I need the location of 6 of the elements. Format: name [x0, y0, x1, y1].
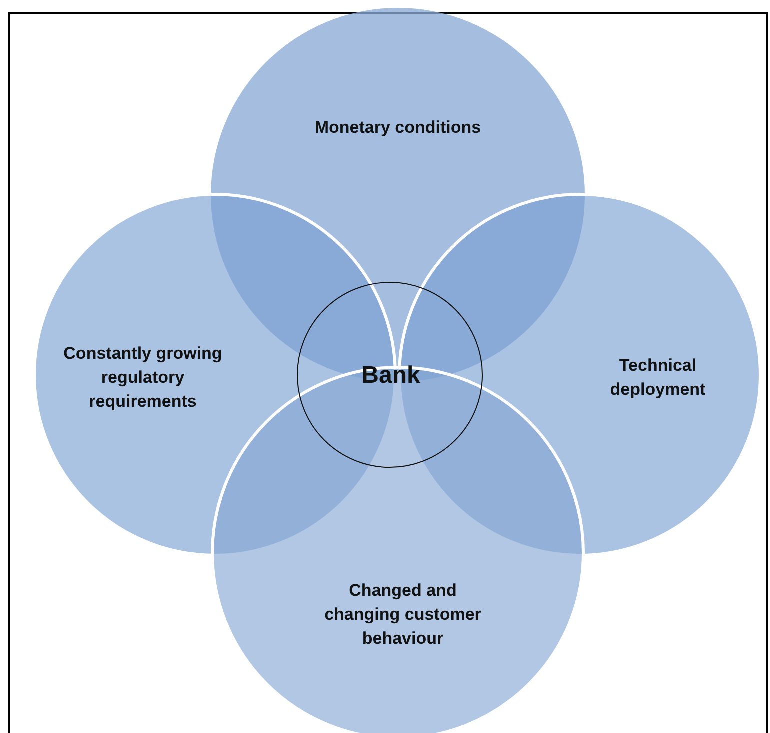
- circle-label: Monetary conditions: [314, 117, 482, 139]
- circle-label: Changed and changing customer behaviour: [324, 580, 482, 650]
- venn-circle: [297, 282, 483, 468]
- circle-label: Constantly growing regulatory requirements: [62, 343, 224, 413]
- center-label: Bank: [360, 364, 422, 388]
- circle-label: Technical deployment: [609, 355, 707, 401]
